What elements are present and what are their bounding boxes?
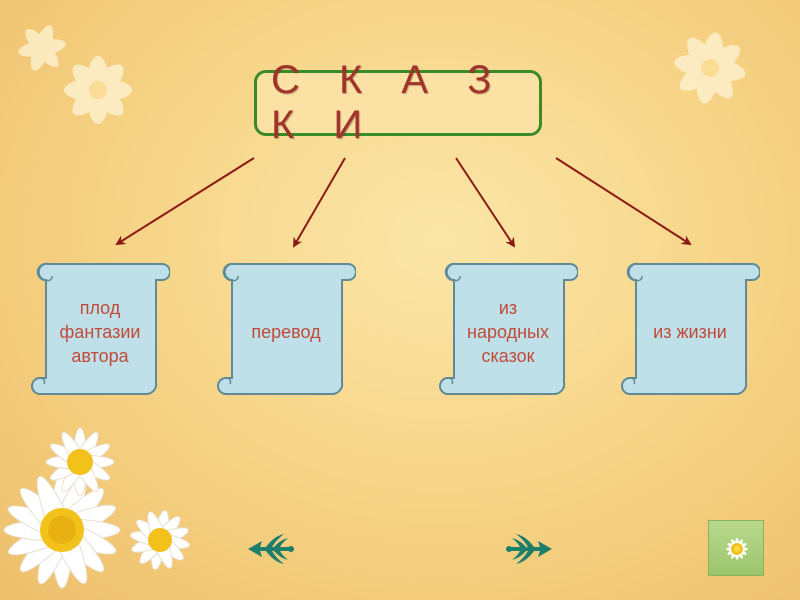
scroll-shape (31, 262, 170, 396)
daisy-cluster-bottom-left (3, 427, 191, 589)
branch-scroll-3: из народных сказок (438, 258, 578, 406)
daisy-background-top-left (18, 25, 132, 124)
ornamental-arrow-left-icon[interactable] (244, 532, 296, 566)
branch-label: плод фантазии автора (59, 298, 141, 366)
daisy-background-top-right (674, 32, 746, 104)
arrow-to-branch-3 (455, 157, 516, 248)
branch-scroll-2: перевод (216, 258, 356, 406)
arrow-to-branch-1 (115, 157, 255, 246)
scroll-shape (217, 262, 356, 396)
arrow-to-branch-4 (555, 157, 692, 246)
branch-label: из народных сказок (467, 298, 549, 366)
title-box: С К А З К И (254, 58, 542, 147)
diagram-title: С К А З К И (271, 58, 506, 147)
branch-scroll-4: из жизни (620, 258, 760, 406)
branch-label: перевод (251, 322, 321, 342)
arrow-to-branch-2 (292, 157, 346, 248)
ornamental-arrow-right-icon[interactable] (504, 532, 556, 566)
branch-label: из жизни (653, 322, 727, 342)
scroll-shape (621, 262, 760, 396)
branch-scroll-1: плод фантазии автора (30, 258, 170, 406)
home-button[interactable] (708, 520, 764, 576)
scroll-shape (439, 262, 578, 396)
daisy-icon (726, 538, 748, 560)
